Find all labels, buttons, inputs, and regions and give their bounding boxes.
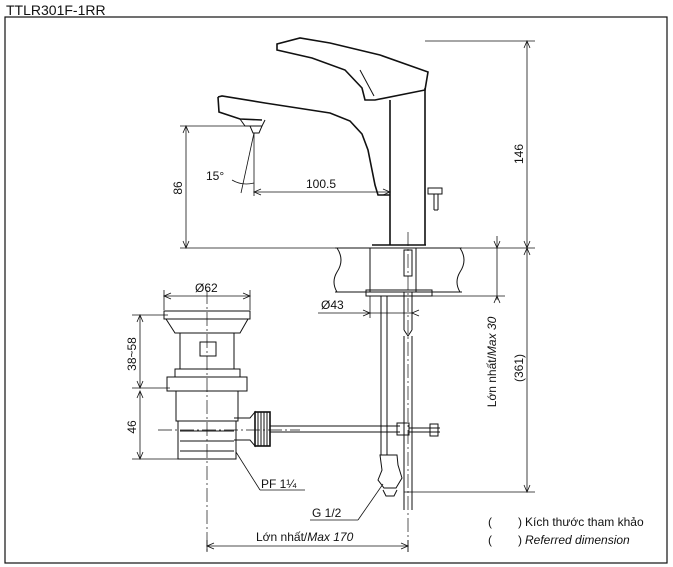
model-title: TTLR301F-1RR — [6, 2, 106, 18]
dimension-361 — [404, 246, 535, 494]
dim-15-label: 15° — [206, 169, 224, 183]
legend-en-open: ( — [488, 533, 492, 547]
dim-max30-prefix: Lớn nhất/ — [485, 355, 499, 407]
dim-86-label: 86 — [171, 181, 185, 195]
supply-hoses — [377, 296, 413, 510]
dimension-146 — [425, 39, 535, 250]
dimension-38-58 — [132, 313, 170, 390]
dimension-62 — [162, 290, 252, 310]
legend-vi-close: ) — [518, 515, 522, 529]
dim-361-label: (361) — [512, 354, 526, 382]
dim-max30-label: Lớn nhất/Max 30 — [485, 316, 499, 407]
dimension-max30 — [432, 236, 505, 304]
legend-en-text: Referred dimension — [525, 533, 630, 547]
dim-46-label: 46 — [125, 420, 139, 434]
g-label: G 1/2 — [312, 506, 342, 520]
dim-max170-label: Lớn nhất/Max 170 — [256, 530, 354, 544]
dimension-46 — [132, 389, 180, 461]
dim-max170-italic: Max 170 — [307, 530, 353, 544]
dimension-100-5 — [252, 133, 392, 196]
legend: ( ) Kích thước tham khảo ( ) Referred di… — [488, 515, 644, 547]
leader-g — [310, 483, 384, 521]
dim-max30-italic: Max 30 — [485, 316, 499, 356]
pf-label: PF 1¼ — [261, 477, 297, 491]
pop-up-drain — [163, 310, 271, 460]
dim-43-label: Ø43 — [321, 298, 344, 312]
dimension-max170 — [205, 540, 410, 552]
dim-100-5-label: 100.5 — [306, 177, 336, 191]
counter-top — [333, 247, 465, 337]
faucet-body — [217, 37, 443, 246]
dim-62-label: Ø62 — [195, 281, 218, 295]
legend-vi-text: Kích thước tham khảo — [525, 515, 644, 529]
drawing-frame — [4, 16, 668, 564]
pop-up-rod — [270, 422, 440, 437]
leader-pf — [235, 451, 305, 491]
legend-en-close: ) — [518, 533, 522, 547]
centre-lines — [158, 232, 409, 552]
dim-max170-prefix: Lớn nhất/ — [256, 530, 308, 544]
dimension-86 — [180, 124, 372, 250]
legend-vi-open: ( — [488, 515, 492, 529]
dim-38-58-label: 38~58 — [125, 337, 139, 371]
dim-146-label: 146 — [512, 144, 526, 164]
dimension-43 — [318, 296, 420, 318]
dimension-15deg — [231, 132, 255, 194]
